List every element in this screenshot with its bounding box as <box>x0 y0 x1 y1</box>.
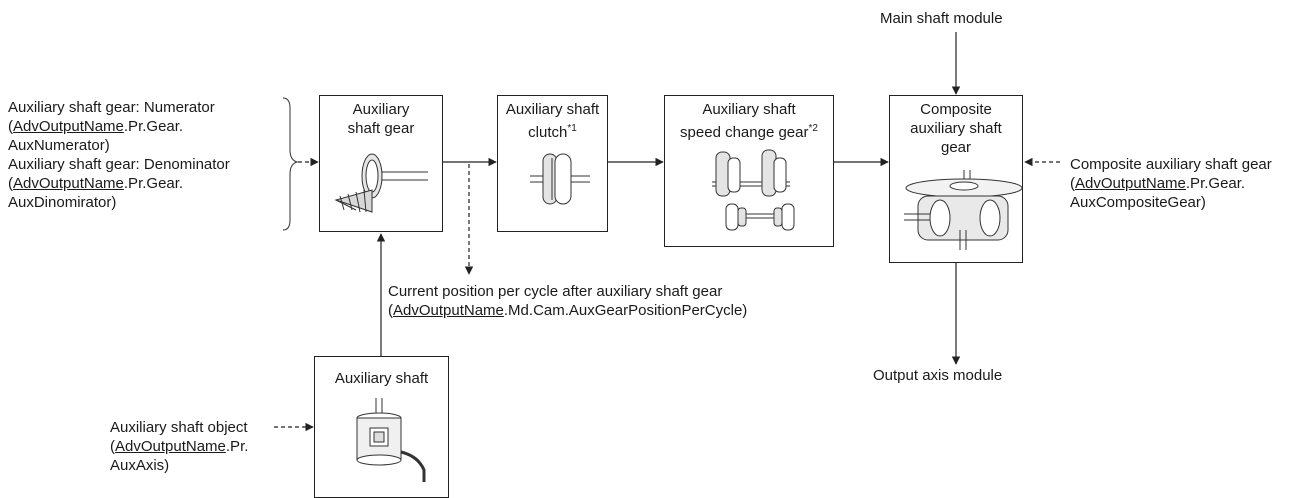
aux-shaft-motor-icon <box>356 398 426 482</box>
numerator-path: .Pr.Gear. <box>123 118 184 135</box>
numerator-name: AuxNumerator) <box>8 137 110 154</box>
numerator-label: Auxiliary shaft gear: Numerator <box>8 99 215 116</box>
current-position-var: AdvOutputName <box>393 302 504 319</box>
current-position-label: Current position per cycle after auxilia… <box>388 283 723 300</box>
parameter-brace <box>282 97 299 231</box>
bevel-gear-icon <box>334 153 428 213</box>
left-parameter-list: Auxiliary shaft gear: Numerator (AdvOutp… <box>8 99 230 211</box>
numerator-var: AdvOutputName <box>13 118 124 135</box>
aux-gear-title-line2: shaft gear <box>347 120 415 137</box>
aux-object-name: AuxAxis) <box>110 457 170 474</box>
denominator-path: .Pr.Gear. <box>123 175 184 192</box>
aux-shaft-clutch-box: Auxiliary shaft clutch*1 <box>497 95 608 232</box>
composite-title-line3: gear <box>940 139 972 156</box>
denominator-label: Auxiliary shaft gear: Denominator <box>8 156 230 173</box>
speed-change-title-line1: Auxiliary shaft <box>702 101 796 118</box>
aux-gear-title-line1: Auxiliary <box>352 101 410 118</box>
aux-object-label: Auxiliary shaft object <box>110 419 248 436</box>
composite-param-label: Composite auxiliary shaft gear <box>1070 156 1272 173</box>
denominator-name: AuxDinomirator) <box>8 194 117 211</box>
composite-param-path: .Pr.Gear. <box>1185 175 1246 192</box>
aux-shaft-gear-box: Auxiliary shaft gear <box>319 95 443 232</box>
current-position-path: .Md.Cam.AuxGearPositionPerCycle) <box>503 302 748 319</box>
composite-param-name: AuxCompositeGear) <box>1070 194 1206 211</box>
composite-title-line1: Composite <box>920 101 992 118</box>
aux-object-var: AdvOutputName <box>115 438 226 455</box>
clutch-icon <box>530 153 590 205</box>
aux-object-parameter: Auxiliary shaft object (AdvOutputName.Pr… <box>110 419 249 474</box>
composite-param-var: AdvOutputName <box>1075 175 1186 192</box>
aux-speed-change-gear-box: Auxiliary shaft speed change gear*2 <box>664 95 834 247</box>
main-shaft-module-label: Main shaft module <box>880 10 1003 27</box>
aux-clutch-note: *1 <box>567 123 577 134</box>
composite-title-line2: auxiliary shaft <box>910 120 1002 137</box>
aux-clutch-title-line1: Auxiliary shaft <box>505 101 600 118</box>
denominator-var: AdvOutputName <box>13 175 124 192</box>
composite-parameter: Composite auxiliary shaft gear (AdvOutpu… <box>1070 156 1272 211</box>
output-axis-module-label: Output axis module <box>873 367 1003 384</box>
aux-shaft-title: Auxiliary shaft <box>334 370 429 387</box>
current-position-label-group: Current position per cycle after auxilia… <box>388 283 748 319</box>
aux-object-path: .Pr. <box>225 438 249 455</box>
aux-clutch-title-line2: clutch <box>528 124 568 141</box>
speed-change-title-line2: speed change gear <box>680 124 809 141</box>
composite-gear-icon <box>904 170 1023 250</box>
speed-change-note: *2 <box>808 123 818 134</box>
speed-change-gear-icon <box>712 149 795 231</box>
